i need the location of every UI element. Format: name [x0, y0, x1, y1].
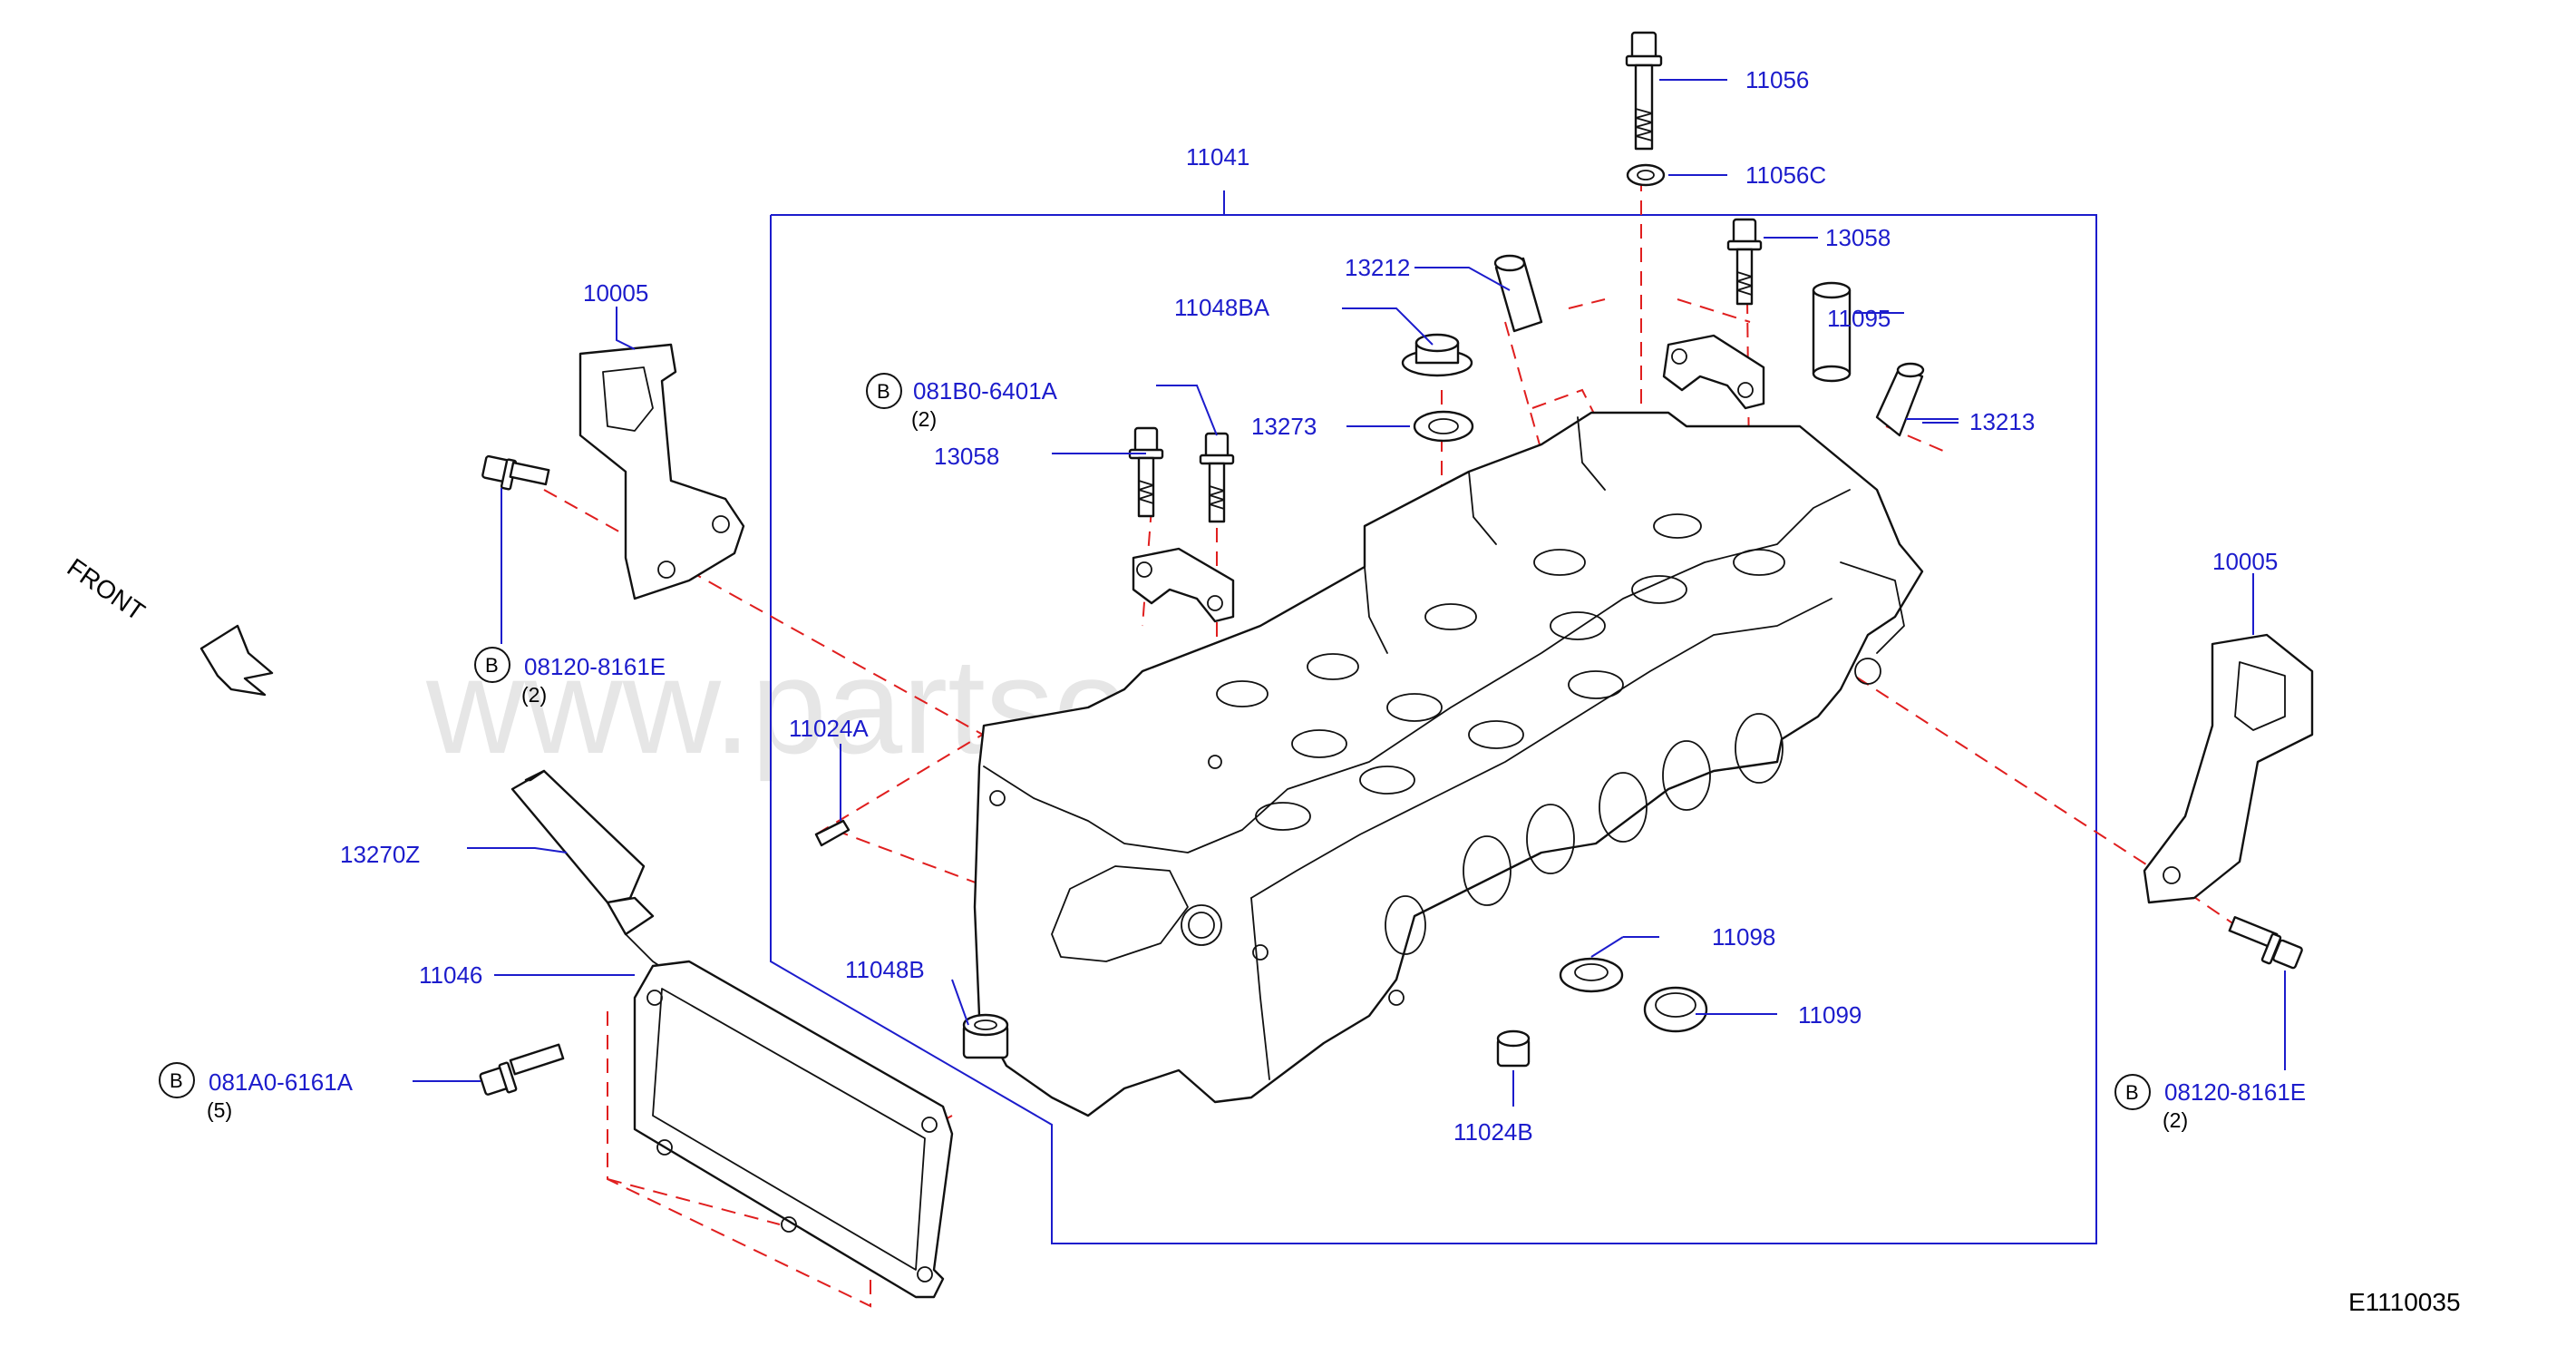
seal-11099: [1643, 986, 1708, 1033]
label-11048ba[interactable]: 11048BA: [1174, 294, 1270, 321]
b-badge-icon: [866, 373, 902, 409]
label-08120-8161e-right: 08120-8161E: [2164, 1078, 2306, 1106]
plug-11024b: [1496, 1029, 1531, 1068]
standard-part-081a0[interactable]: B 081A0-6161A (5): [159, 1062, 354, 1122]
qty-081a0-6161a: (5): [207, 1098, 232, 1122]
label-11048b[interactable]: 11048B: [845, 956, 925, 983]
b-badge-icon: [2114, 1074, 2151, 1110]
bolt-081a0-6161a: [479, 1043, 565, 1096]
label-081b0-6401a: 081B0-6401A: [913, 377, 1058, 405]
seal-13273: [1413, 410, 1474, 443]
qty-08120-8161e-right: (2): [2163, 1108, 2188, 1132]
label-11041[interactable]: 11041: [1186, 143, 1249, 171]
b-badge-icon: [474, 647, 510, 683]
bracket-10005-right: [2143, 633, 2314, 904]
label-11099[interactable]: 11099: [1798, 1001, 1862, 1029]
bracket-10005-left: [578, 343, 745, 600]
bolt-13058-left-a: [1128, 426, 1164, 518]
dowel-11024a: [814, 819, 851, 847]
plug-11048b: [962, 1013, 1009, 1059]
label-10005-left[interactable]: 10005: [583, 279, 648, 307]
label-13213[interactable]: 13213: [1969, 408, 2035, 435]
svg-text:B: B: [2125, 1081, 2139, 1104]
pin-13212: [1493, 254, 1543, 333]
label-11056c[interactable]: 11056C: [1745, 161, 1826, 189]
bolt-081b0-6401a: [1199, 432, 1235, 523]
cap-11048ba: [1401, 333, 1473, 377]
sealant-tube-13270z: [510, 769, 667, 971]
front-label: FRONT: [63, 553, 151, 627]
label-11024a[interactable]: 11024A: [789, 715, 869, 742]
standard-part-08120-right[interactable]: B 08120-8161E (2): [2114, 1074, 2306, 1132]
label-13058-top[interactable]: 13058: [1825, 224, 1891, 251]
cam-bracket-left: [1132, 547, 1235, 623]
label-11095[interactable]: 11095: [1827, 305, 1891, 332]
qty-08120-8161e-left: (2): [521, 683, 547, 707]
label-10005-right[interactable]: 10005: [2212, 548, 2278, 575]
cam-bracket-right: [1662, 334, 1765, 410]
label-13273[interactable]: 13273: [1251, 413, 1317, 440]
label-13270z[interactable]: 13270Z: [340, 841, 420, 868]
bolt-13058-top: [1726, 218, 1763, 306]
front-direction-indicator: FRONT: [63, 553, 274, 697]
label-13058-left[interactable]: 13058: [934, 443, 999, 470]
svg-text:B: B: [170, 1069, 183, 1092]
bolt-11056: [1625, 31, 1663, 151]
callout-leaders: [413, 79, 2286, 1107]
assembly-frame-11041: [770, 214, 2097, 1244]
label-11024b[interactable]: 11024B: [1453, 1118, 1533, 1146]
cover-11046: [633, 960, 954, 1299]
b-badge-icon: [159, 1062, 195, 1098]
standard-part-081b0[interactable]: B 081B0-6401A (2): [866, 373, 1058, 431]
standard-part-08120-left[interactable]: B 08120-8161E (2): [474, 647, 666, 707]
label-08120-8161e-left: 08120-8161E: [524, 653, 666, 680]
cylinder-head: [973, 411, 1924, 1117]
sleeve-11095: [1812, 281, 1852, 383]
diagram-code: E1110035: [2348, 1288, 2461, 1316]
label-11046[interactable]: 11046: [419, 961, 482, 989]
svg-text:B: B: [485, 654, 499, 677]
washer-11056c: [1626, 163, 1666, 187]
pin-13213: [1875, 362, 1925, 437]
label-081a0-6161a: 081A0-6161A: [209, 1068, 354, 1096]
qty-081b0-6401a: (2): [911, 407, 937, 431]
svg-text:B: B: [877, 380, 890, 403]
bolt-08120-8161e-right: [2228, 916, 2303, 970]
ring-11098: [1559, 957, 1624, 993]
label-11098[interactable]: 11098: [1712, 923, 1775, 951]
label-13212[interactable]: 13212: [1345, 254, 1410, 281]
part-labels: 11056 11056C 11041 13058 10005 13212 110…: [340, 66, 2278, 1146]
front-arrow-icon: [199, 624, 274, 697]
bolt-08120-8161e-left: [481, 454, 550, 491]
label-11056[interactable]: 11056: [1745, 66, 1809, 93]
